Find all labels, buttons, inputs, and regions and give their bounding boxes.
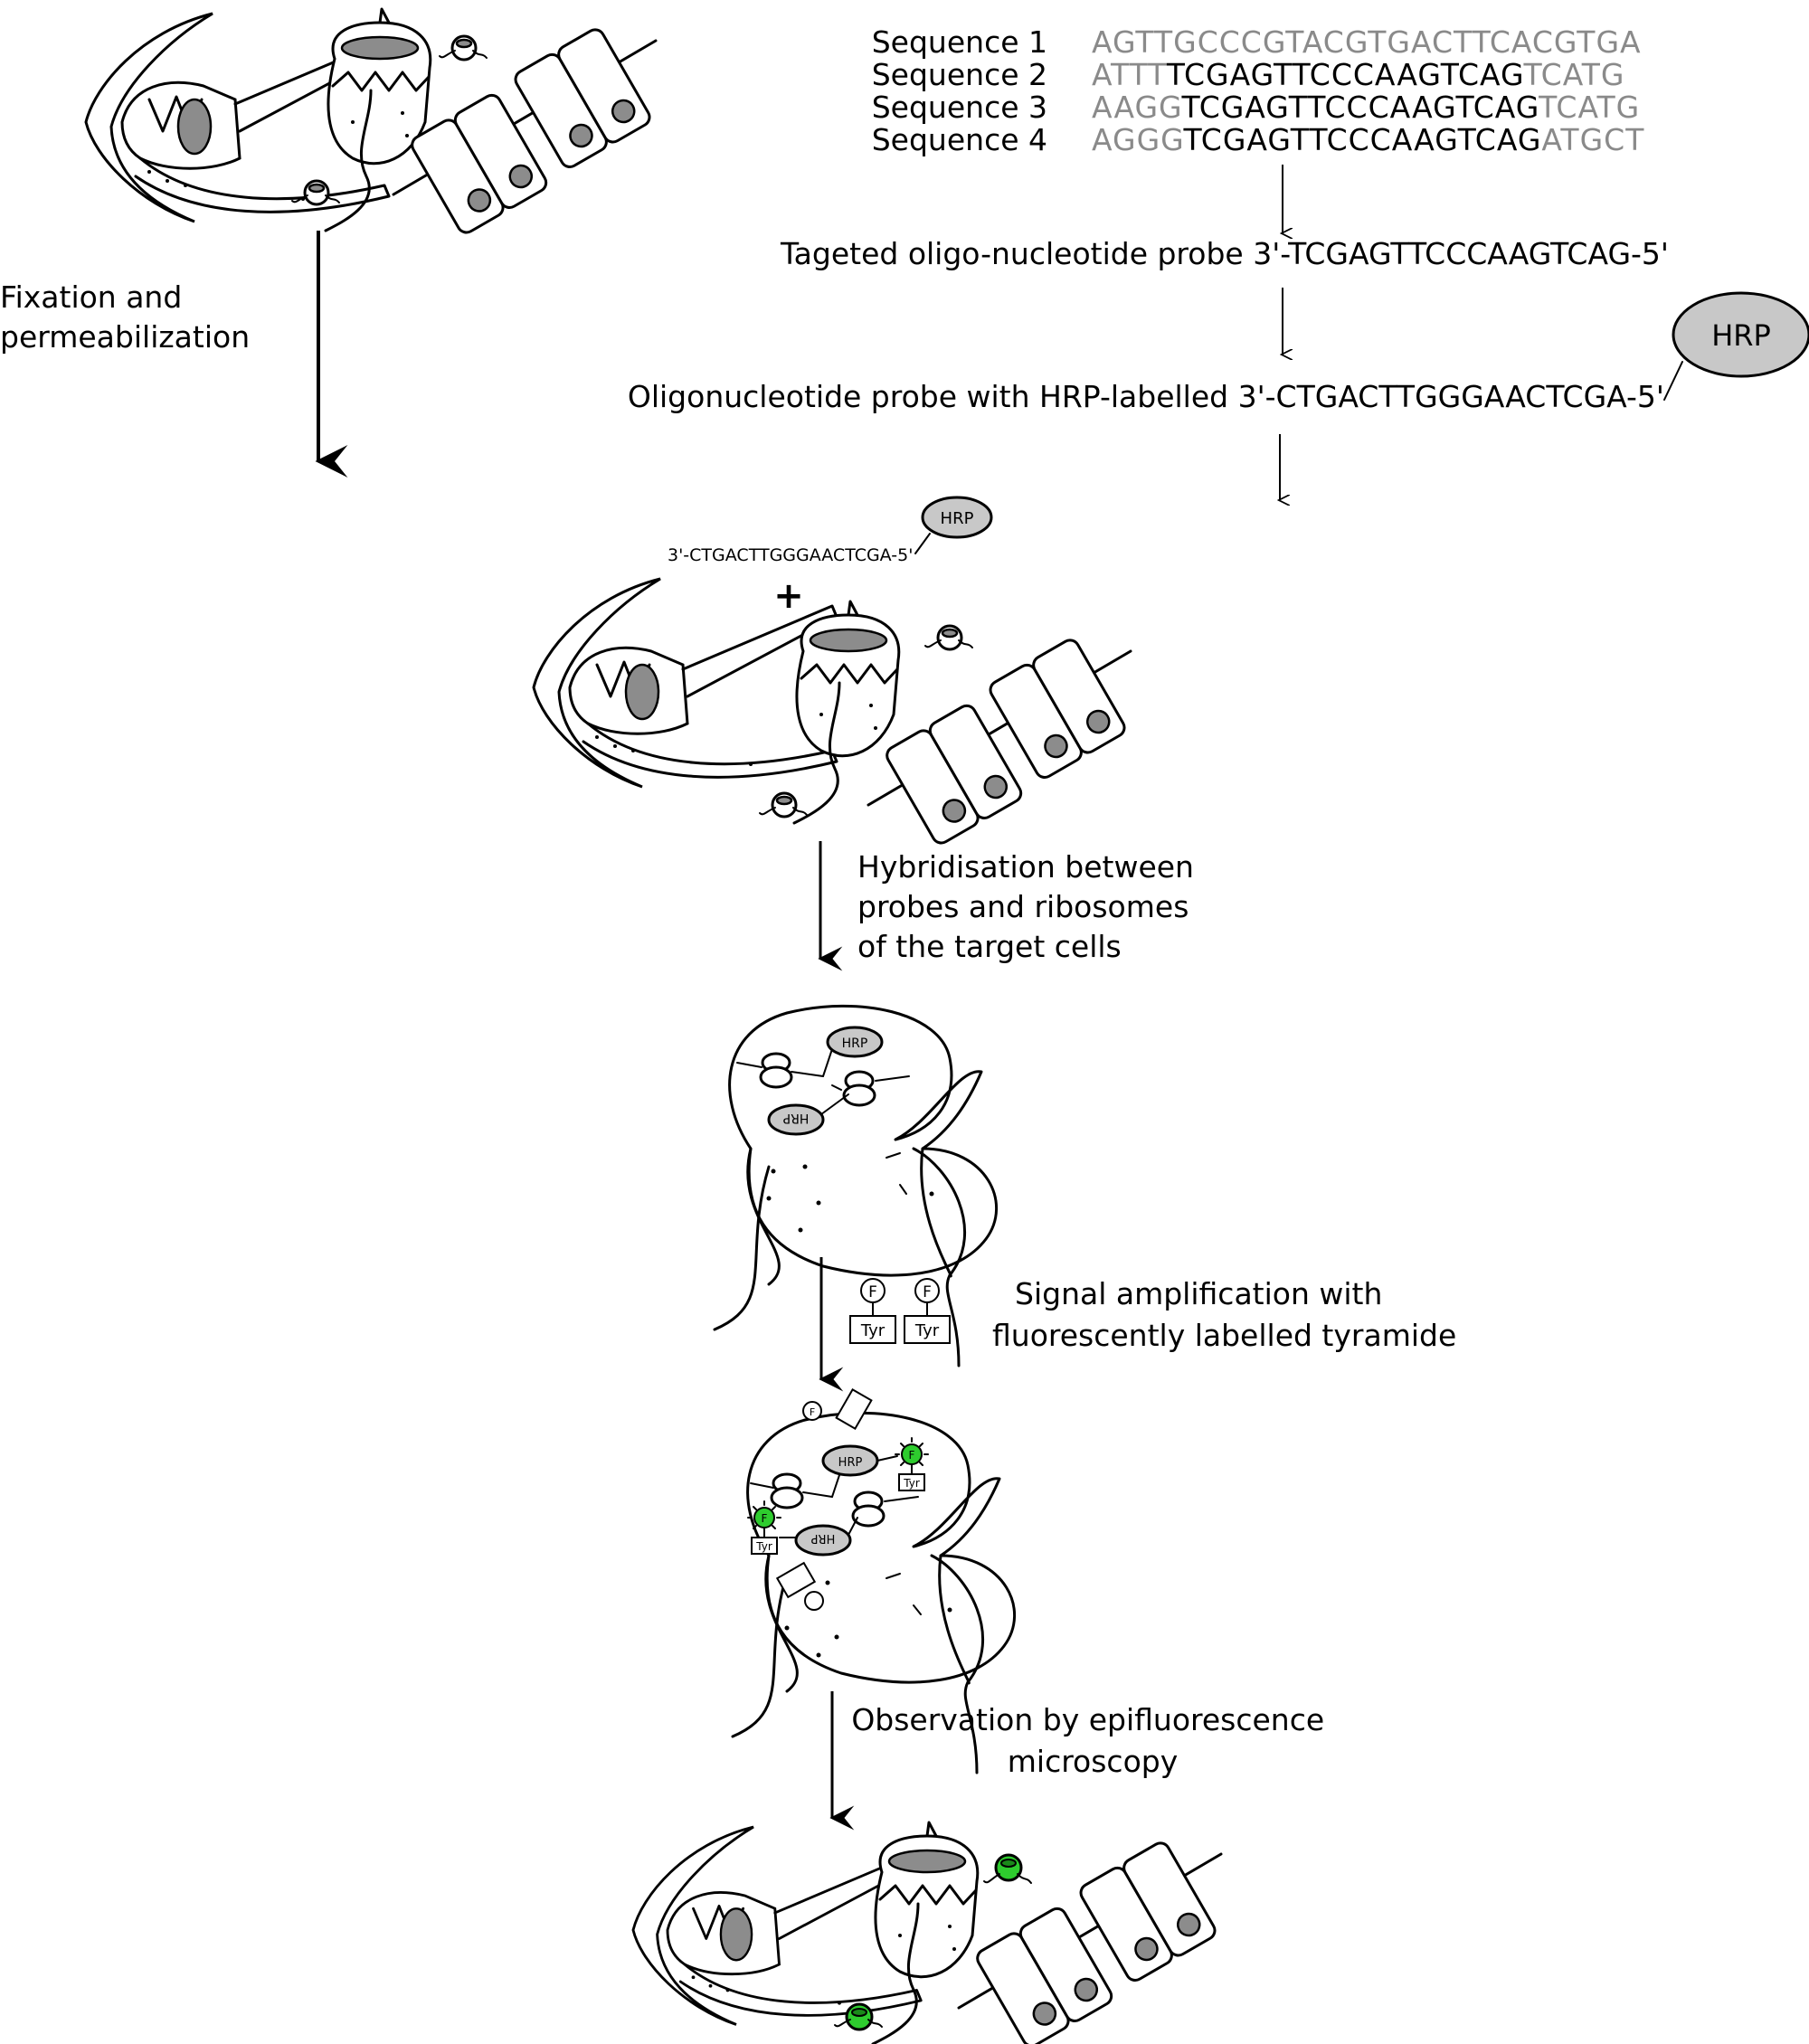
labelled-probe-label: Oligonucleotide probe with HRP-labelled … bbox=[628, 379, 1664, 414]
organisms-with-probe bbox=[532, 577, 1132, 848]
hybridisation-label: Hybridisation between probes and ribosom… bbox=[857, 849, 1203, 964]
sequence-3-post: TCATG bbox=[1538, 90, 1640, 125]
svg-text:HRP: HRP bbox=[811, 1531, 836, 1545]
sequence-4-pre: AGGG bbox=[1092, 122, 1184, 157]
sequence-4-post: ATGCT bbox=[1541, 122, 1644, 157]
fluorescent-tiny-cell-bottom bbox=[834, 2002, 883, 2031]
sequence-bases-2: ATTTTCGAGTTCCCAAGTCAGTCATG bbox=[1092, 57, 1624, 92]
fluorescent-tiny-cell-top bbox=[983, 1853, 1032, 1884]
organisms-initial bbox=[84, 7, 658, 238]
sequence-label-3: Sequence 3 bbox=[872, 90, 1047, 125]
sequence-2-pre: ATTT bbox=[1092, 57, 1167, 92]
svg-text:HRP: HRP bbox=[1711, 318, 1771, 353]
organisms-result bbox=[631, 1821, 1223, 2044]
svg-text:Tyr: Tyr bbox=[755, 1540, 772, 1553]
sequence-bases-1: AGTTGCCCGTACGTGACTTCACGTGA bbox=[1092, 24, 1642, 60]
sequence-label-1: Sequence 1 bbox=[872, 24, 1047, 60]
sequence-2-core: TCGAGTTCCCAAGTCAG bbox=[1166, 57, 1524, 92]
sequence-label-4: Sequence 4 bbox=[872, 122, 1047, 157]
svg-text:HRP: HRP bbox=[838, 1456, 863, 1470]
fluor-green-left: F Tyr bbox=[747, 1500, 797, 1555]
svg-text:3'-CTGACTTGGGAACTCGA-5': 3'-CTGACTTGGGAACTCGA-5' bbox=[668, 545, 913, 565]
svg-text:HRP: HRP bbox=[783, 1111, 810, 1125]
sequence-3-core: TCGAGTTCCCAAGTCAG bbox=[1180, 90, 1539, 125]
hrp-badge-large: HRP bbox=[1663, 291, 1809, 401]
fixation-label: Fixation and permeabilization bbox=[0, 279, 250, 355]
sequence-list: Sequence 1 AGTTGCCCGTACGTGACTTCACGTGA Sequ… bbox=[872, 24, 1644, 157]
sequence-4-core: TCGAGTTCCCAAGTCAG bbox=[1183, 122, 1542, 157]
observation-label: Observation by epifluorescence microscop… bbox=[851, 1702, 1333, 1779]
svg-text:F: F bbox=[810, 1406, 815, 1418]
svg-text:F: F bbox=[762, 1512, 768, 1525]
cell-closeup-amplified: HRP HRP F F Tyr F Tyr bbox=[731, 1388, 1016, 1774]
sequence-bases-4: AGGGTCGAGTTCCCAAGTCAGATGCT bbox=[1092, 122, 1644, 157]
sequence-2-post: TCATG bbox=[1522, 57, 1624, 92]
sequence-3-pre: AAGG bbox=[1092, 90, 1181, 125]
svg-text:Tyr: Tyr bbox=[860, 1321, 886, 1340]
svg-text:HRP: HRP bbox=[842, 1036, 868, 1051]
targeted-probe-label: Tageted oligo-nucleotide probe 3'-TCGAGT… bbox=[780, 236, 1669, 271]
fluor-green-top: F Tyr bbox=[876, 1437, 929, 1491]
plus-sign: + bbox=[773, 575, 804, 617]
tyramide-reagents: F Tyr F Tyr bbox=[849, 1278, 951, 1344]
probe-small: 3'-CTGACTTGGGAACTCGA-5' HRP bbox=[668, 496, 993, 565]
cell-closeup-hybridised: HRP HRP bbox=[713, 1004, 998, 1367]
svg-text:Tyr: Tyr bbox=[914, 1321, 940, 1340]
svg-text:HRP: HRP bbox=[941, 509, 974, 528]
sequence-bases-3: AAGGTCGAGTTCCCAAGTCAGTCATG bbox=[1092, 90, 1640, 125]
svg-text:F: F bbox=[909, 1449, 915, 1462]
sequence-label-2: Sequence 2 bbox=[872, 57, 1047, 92]
svg-text:F: F bbox=[923, 1283, 932, 1301]
sequence-1-pre: AGTTGCCCGTACGTGACTTCACGTGA bbox=[1092, 24, 1642, 60]
svg-text:F: F bbox=[868, 1283, 877, 1301]
svg-text:Tyr: Tyr bbox=[903, 1477, 920, 1490]
amplification-label: Signal amplification with fluorescently … bbox=[992, 1276, 1456, 1353]
